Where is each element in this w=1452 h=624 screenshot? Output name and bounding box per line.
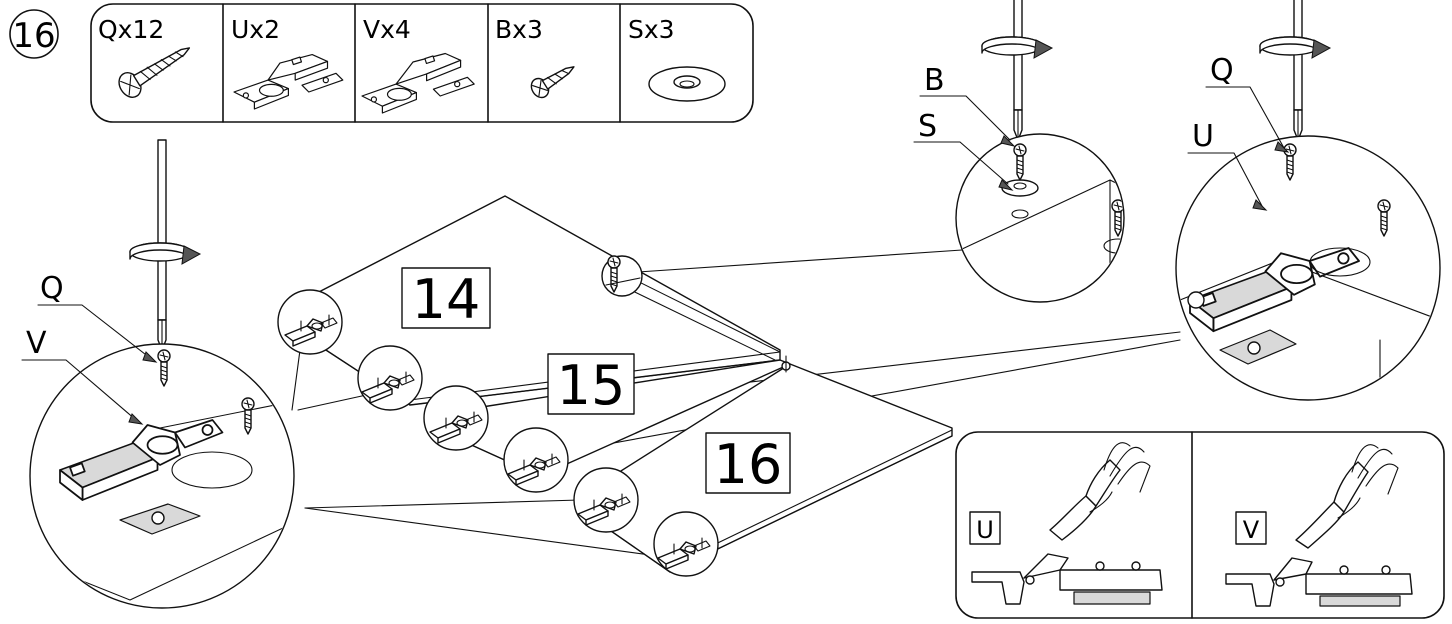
part-v-label: Vx4 xyxy=(363,15,411,44)
pointing-hand-icon-2 xyxy=(1295,444,1399,549)
part-b-label: Bx3 xyxy=(495,15,543,44)
mini-circle-6 xyxy=(573,467,639,533)
hinge-type-box: U V xyxy=(955,431,1445,619)
panel-label-15-text: 15 xyxy=(557,354,626,417)
rotate-arrow-icon-3 xyxy=(1259,36,1331,59)
callout-v-left: V xyxy=(21,326,144,425)
parts-list: Qx12 Ux2 Vx4 xyxy=(90,3,754,123)
panel-label-14: 14 xyxy=(401,267,491,331)
mini-circle-4 xyxy=(423,385,489,451)
callout-q-left-label: Q xyxy=(40,271,64,306)
callout-b-label: B xyxy=(924,63,945,98)
washer-icon xyxy=(648,66,726,102)
screw-short-icon xyxy=(530,66,575,99)
part-s: Sx3 xyxy=(628,15,726,102)
detail-left: Q V xyxy=(21,139,295,609)
callout-s-label: S xyxy=(918,109,937,144)
callout-u-right-label: U xyxy=(1192,119,1214,154)
hinge-type-v: V xyxy=(1225,444,1413,607)
mini-circle-7 xyxy=(653,511,719,577)
hinge-type-u-label: U xyxy=(976,516,994,544)
detail-top-middle: B S xyxy=(913,0,1125,303)
callout-v-left-label: V xyxy=(26,326,47,361)
panel-label-14-text: 14 xyxy=(412,268,481,331)
part-q: Qx12 xyxy=(98,15,191,98)
part-b: Bx3 xyxy=(495,15,575,99)
panel-hinge-details xyxy=(277,255,791,577)
mini-circle-2 xyxy=(357,345,423,411)
part-u-label: Ux2 xyxy=(231,15,280,44)
pointing-hand-icon xyxy=(1049,442,1151,541)
hinge-u-icon xyxy=(233,54,344,110)
panel-label-15: 15 xyxy=(547,353,635,417)
mini-circle-3 xyxy=(601,255,643,297)
screw-long-icon xyxy=(118,47,191,98)
mini-screw-top xyxy=(781,355,791,373)
callout-u-right: U xyxy=(1187,119,1268,211)
hinge-type-u: U xyxy=(969,442,1163,605)
part-u: Ux2 xyxy=(231,15,344,110)
callout-b: B xyxy=(919,63,1016,147)
step-number-badge: 16 xyxy=(9,9,59,59)
hinge-v-icon xyxy=(361,52,475,114)
panel-label-16-text: 16 xyxy=(714,433,783,496)
screwdriver-icon-2 xyxy=(1013,0,1023,141)
screwdriver-icon-3 xyxy=(1293,0,1303,141)
callout-q-right: Q xyxy=(1205,53,1290,153)
part-q-label: Qx12 xyxy=(98,15,164,44)
rotate-arrow-icon xyxy=(129,242,201,265)
step-number: 16 xyxy=(12,16,55,56)
callout-s: S xyxy=(913,109,1014,191)
rotate-arrow-icon-2 xyxy=(981,36,1053,59)
hinge-side-u-icon xyxy=(971,553,1163,605)
hinge-type-v-label: V xyxy=(1243,516,1260,544)
callout-q-left: Q xyxy=(37,271,158,363)
detail-top-right: Q U xyxy=(1175,0,1441,401)
part-s-label: Sx3 xyxy=(628,15,675,44)
callout-q-right-label: Q xyxy=(1210,53,1234,88)
mini-circle-1 xyxy=(277,289,343,355)
mini-circle-5 xyxy=(503,427,569,493)
part-v: Vx4 xyxy=(361,15,475,114)
panel-label-16: 16 xyxy=(705,432,791,496)
hinge-side-v-icon xyxy=(1225,557,1413,607)
